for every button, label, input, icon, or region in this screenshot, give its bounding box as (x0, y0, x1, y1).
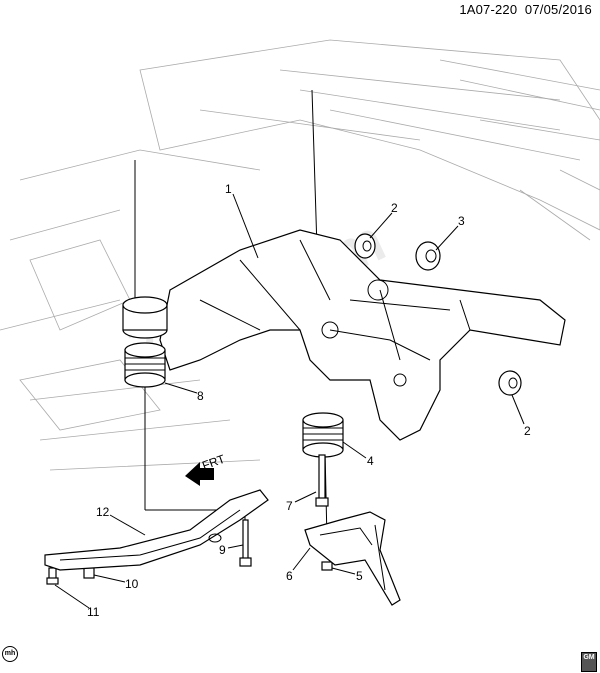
bolt-9 (239, 519, 252, 567)
mh-logo: mh (2, 646, 18, 662)
diagram-header: 1A07-220 07/05/2016 (459, 2, 592, 17)
callout-11: 11 (87, 605, 100, 619)
callout-labels: 1 2 3 2 4 5 6 7 8 9 10 11 12 (87, 182, 531, 619)
callout-7: 7 (286, 499, 293, 513)
diagram-id: 1A07-220 (459, 2, 518, 17)
callout-1: 1 (225, 182, 232, 196)
bolt-11 (46, 567, 59, 585)
callout-4: 4 (367, 454, 374, 468)
front-arrow-icon (185, 462, 214, 486)
callout-8: 8 (197, 389, 204, 403)
bushing-3 (415, 241, 441, 271)
mount-4 (302, 412, 344, 458)
callout-5: 5 (356, 569, 363, 583)
callout-6: 6 (286, 569, 293, 583)
bushing-2-upper (354, 233, 376, 259)
callout-leaders (54, 193, 525, 609)
callout-9: 9 (219, 543, 226, 557)
front-direction-indicator: FRT (185, 452, 227, 486)
mount-8 (124, 342, 166, 388)
nut-5 (321, 561, 333, 571)
gm-logo: GM (581, 652, 597, 672)
callout-12: 12 (96, 505, 110, 519)
crossmember (159, 229, 566, 441)
callout-2-lower: 2 (524, 424, 531, 438)
bolt-10 (83, 567, 95, 579)
bracket-6 (304, 511, 401, 606)
callout-2-upper: 2 (391, 201, 398, 215)
mount-upper-left (122, 296, 168, 339)
bolt-7 (315, 454, 329, 507)
diagram-date: 07/05/2016 (524, 2, 592, 17)
bushing-2-lower (498, 370, 522, 396)
callout-3: 3 (458, 214, 465, 228)
brace-12 (44, 489, 269, 571)
callout-10: 10 (125, 577, 139, 591)
